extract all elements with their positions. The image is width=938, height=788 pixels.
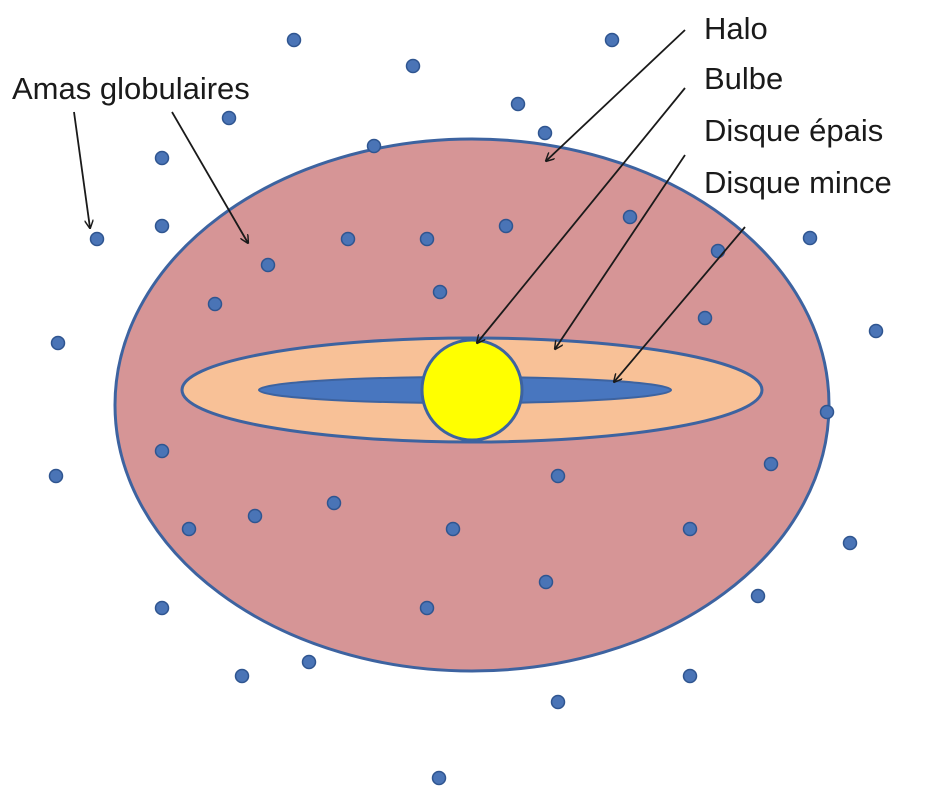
arrow-thin-disk [614, 226, 746, 382]
globular-cluster-dot [498, 218, 514, 234]
globular-cluster-dot [697, 310, 713, 326]
globular-cluster-dot [366, 138, 382, 154]
globular-cluster-dot [538, 574, 554, 590]
bulge-circle [420, 338, 524, 442]
globular-clusters-group [48, 32, 884, 786]
arrow-globular-clusters-outer [73, 111, 90, 228]
globular-cluster-dot [340, 231, 356, 247]
globular-cluster-dot [550, 468, 566, 484]
globular-cluster-dot [510, 96, 526, 112]
globular-cluster-dot [221, 110, 237, 126]
label-globular-clusters: Amas globulaires [12, 71, 250, 106]
globular-cluster-dot [537, 125, 553, 141]
globular-cluster-dot [207, 296, 223, 312]
globular-cluster-dot [301, 654, 317, 670]
globular-cluster-dot [868, 323, 884, 339]
globular-cluster-dot [763, 456, 779, 472]
globular-cluster-dot [432, 284, 448, 300]
globular-cluster-dot [234, 668, 250, 684]
globular-cluster-dot [750, 588, 766, 604]
globular-cluster-dot [48, 468, 64, 484]
arrow-thick-disk [555, 154, 686, 349]
globular-cluster-dot [550, 694, 566, 710]
globular-cluster-dot [89, 231, 105, 247]
globular-cluster-dot [682, 521, 698, 537]
globular-cluster-dot [326, 495, 342, 511]
globular-cluster-dot [419, 600, 435, 616]
label-thick-disk: Disque épais [704, 113, 883, 148]
globular-cluster-dot [419, 231, 435, 247]
globular-cluster-dot [431, 770, 447, 786]
globular-cluster-dot [710, 243, 726, 259]
label-halo: Halo [704, 11, 768, 46]
arrow-globular-clusters-inner [171, 111, 248, 243]
globular-cluster-dot [286, 32, 302, 48]
globular-cluster-dot [405, 58, 421, 74]
globular-cluster-dot [154, 150, 170, 166]
arrow-bulge [477, 87, 686, 343]
globular-cluster-dot [819, 404, 835, 420]
globular-cluster-dot [154, 218, 170, 234]
globular-cluster-dot [154, 443, 170, 459]
globular-cluster-dot [154, 600, 170, 616]
globular-cluster-dot [622, 209, 638, 225]
globular-cluster-dot [682, 668, 698, 684]
label-bulge: Bulbe [704, 61, 783, 96]
globular-cluster-dot [604, 32, 620, 48]
globular-cluster-dot [50, 335, 66, 351]
globular-cluster-dot [445, 521, 461, 537]
arrows-group [73, 29, 746, 382]
globular-cluster-dot [842, 535, 858, 551]
globular-cluster-dot [181, 521, 197, 537]
globular-cluster-dot [802, 230, 818, 246]
globular-cluster-dot [260, 257, 276, 273]
globular-cluster-dot [247, 508, 263, 524]
arrow-halo [546, 29, 686, 161]
label-thin-disk: Disque mince [704, 165, 892, 200]
